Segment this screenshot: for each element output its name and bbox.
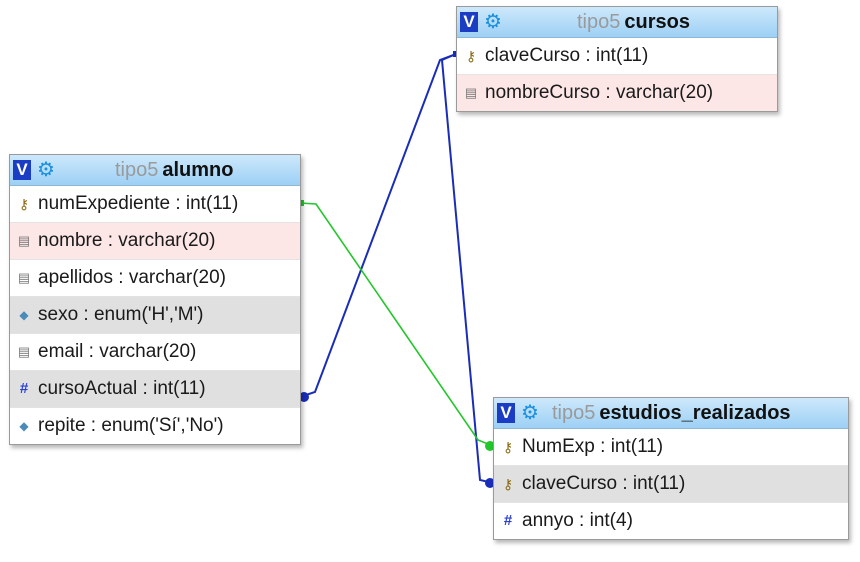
- relation-endpoint-clavecurso: [453, 51, 458, 57]
- text-field-icon: ▤: [17, 344, 31, 359]
- key-icon: ⚷: [502, 476, 514, 492]
- column-row[interactable]: # cursoActual : int(11): [10, 371, 300, 408]
- enum-icon: ◆: [19, 308, 29, 322]
- gear-icon[interactable]: ⚙: [521, 402, 539, 424]
- relation-endpoint-numexp: [485, 441, 495, 451]
- column-row[interactable]: ⚷ claveCurso : int(11): [494, 466, 848, 503]
- database-name: tipo5: [552, 402, 596, 424]
- relation-endpoint-cursoactual: [299, 392, 309, 402]
- gear-icon[interactable]: ⚙: [37, 159, 55, 181]
- toggle-table-icon[interactable]: V: [497, 403, 515, 423]
- relation-cursoactual-to-clavecurso[interactable]: [299, 53, 457, 398]
- relation-endpoint-numexpediente: [299, 200, 304, 206]
- column-label: nombreCurso : varchar(20): [485, 82, 714, 103]
- column-label: nombre : varchar(20): [38, 230, 216, 251]
- column-label: apellidos : varchar(20): [38, 267, 226, 288]
- key-icon: ⚷: [502, 439, 514, 455]
- column-label: cursoActual : int(11): [38, 378, 206, 399]
- column-row[interactable]: ⚷ claveCurso : int(11): [457, 38, 777, 75]
- relation-endpoint-estudios-clavecurso: [485, 478, 495, 488]
- column-label: claveCurso : int(11): [485, 45, 649, 66]
- key-icon: ⚷: [465, 48, 477, 64]
- numeric-field-icon: #: [19, 380, 29, 397]
- column-label: claveCurso : int(11): [522, 473, 686, 494]
- column-row[interactable]: ▤ nombreCurso : varchar(20): [457, 75, 777, 111]
- column-row[interactable]: ◆ sexo : enum('H','M'): [10, 297, 300, 334]
- column-label: sexo : enum('H','M'): [38, 304, 204, 325]
- column-row[interactable]: # annyo : int(4): [494, 503, 848, 539]
- column-label: numExpediente : int(11): [38, 193, 239, 214]
- column-row[interactable]: ⚷ numExpediente : int(11): [10, 186, 300, 223]
- toggle-table-icon[interactable]: V: [13, 160, 31, 180]
- column-row[interactable]: ▤ email : varchar(20): [10, 334, 300, 371]
- column-row[interactable]: ⚷ NumExp : int(11): [494, 429, 848, 466]
- column-row[interactable]: ▤ apellidos : varchar(20): [10, 260, 300, 297]
- key-icon: ⚷: [18, 196, 30, 212]
- column-label: annyo : int(4): [522, 510, 633, 531]
- text-field-icon: ▤: [17, 270, 31, 285]
- text-field-icon: ▤: [464, 85, 478, 100]
- enum-icon: ◆: [19, 419, 29, 433]
- gear-icon[interactable]: ⚙: [484, 11, 502, 33]
- text-field-icon: ▤: [17, 233, 31, 248]
- column-label: email : varchar(20): [38, 341, 197, 362]
- column-row[interactable]: ▤ nombre : varchar(20): [10, 223, 300, 260]
- column-label: repite : enum('Sí','No'): [38, 415, 224, 436]
- column-row[interactable]: ◆ repite : enum('Sí','No'): [10, 408, 300, 444]
- table-name: alumno: [162, 159, 234, 181]
- column-label: NumExp : int(11): [522, 436, 664, 457]
- database-name: tipo5: [115, 159, 159, 181]
- numeric-field-icon: #: [503, 512, 513, 529]
- toggle-table-icon[interactable]: V: [460, 12, 478, 32]
- table-name: estudios_realizados: [599, 402, 791, 424]
- table-name: cursos: [624, 11, 690, 33]
- relation-estudios-clavecurso-to-clavecurso[interactable]: [440, 53, 494, 484]
- database-name: tipo5: [577, 11, 621, 33]
- relation-numexpediente-to-numexp[interactable]: [299, 202, 494, 447]
